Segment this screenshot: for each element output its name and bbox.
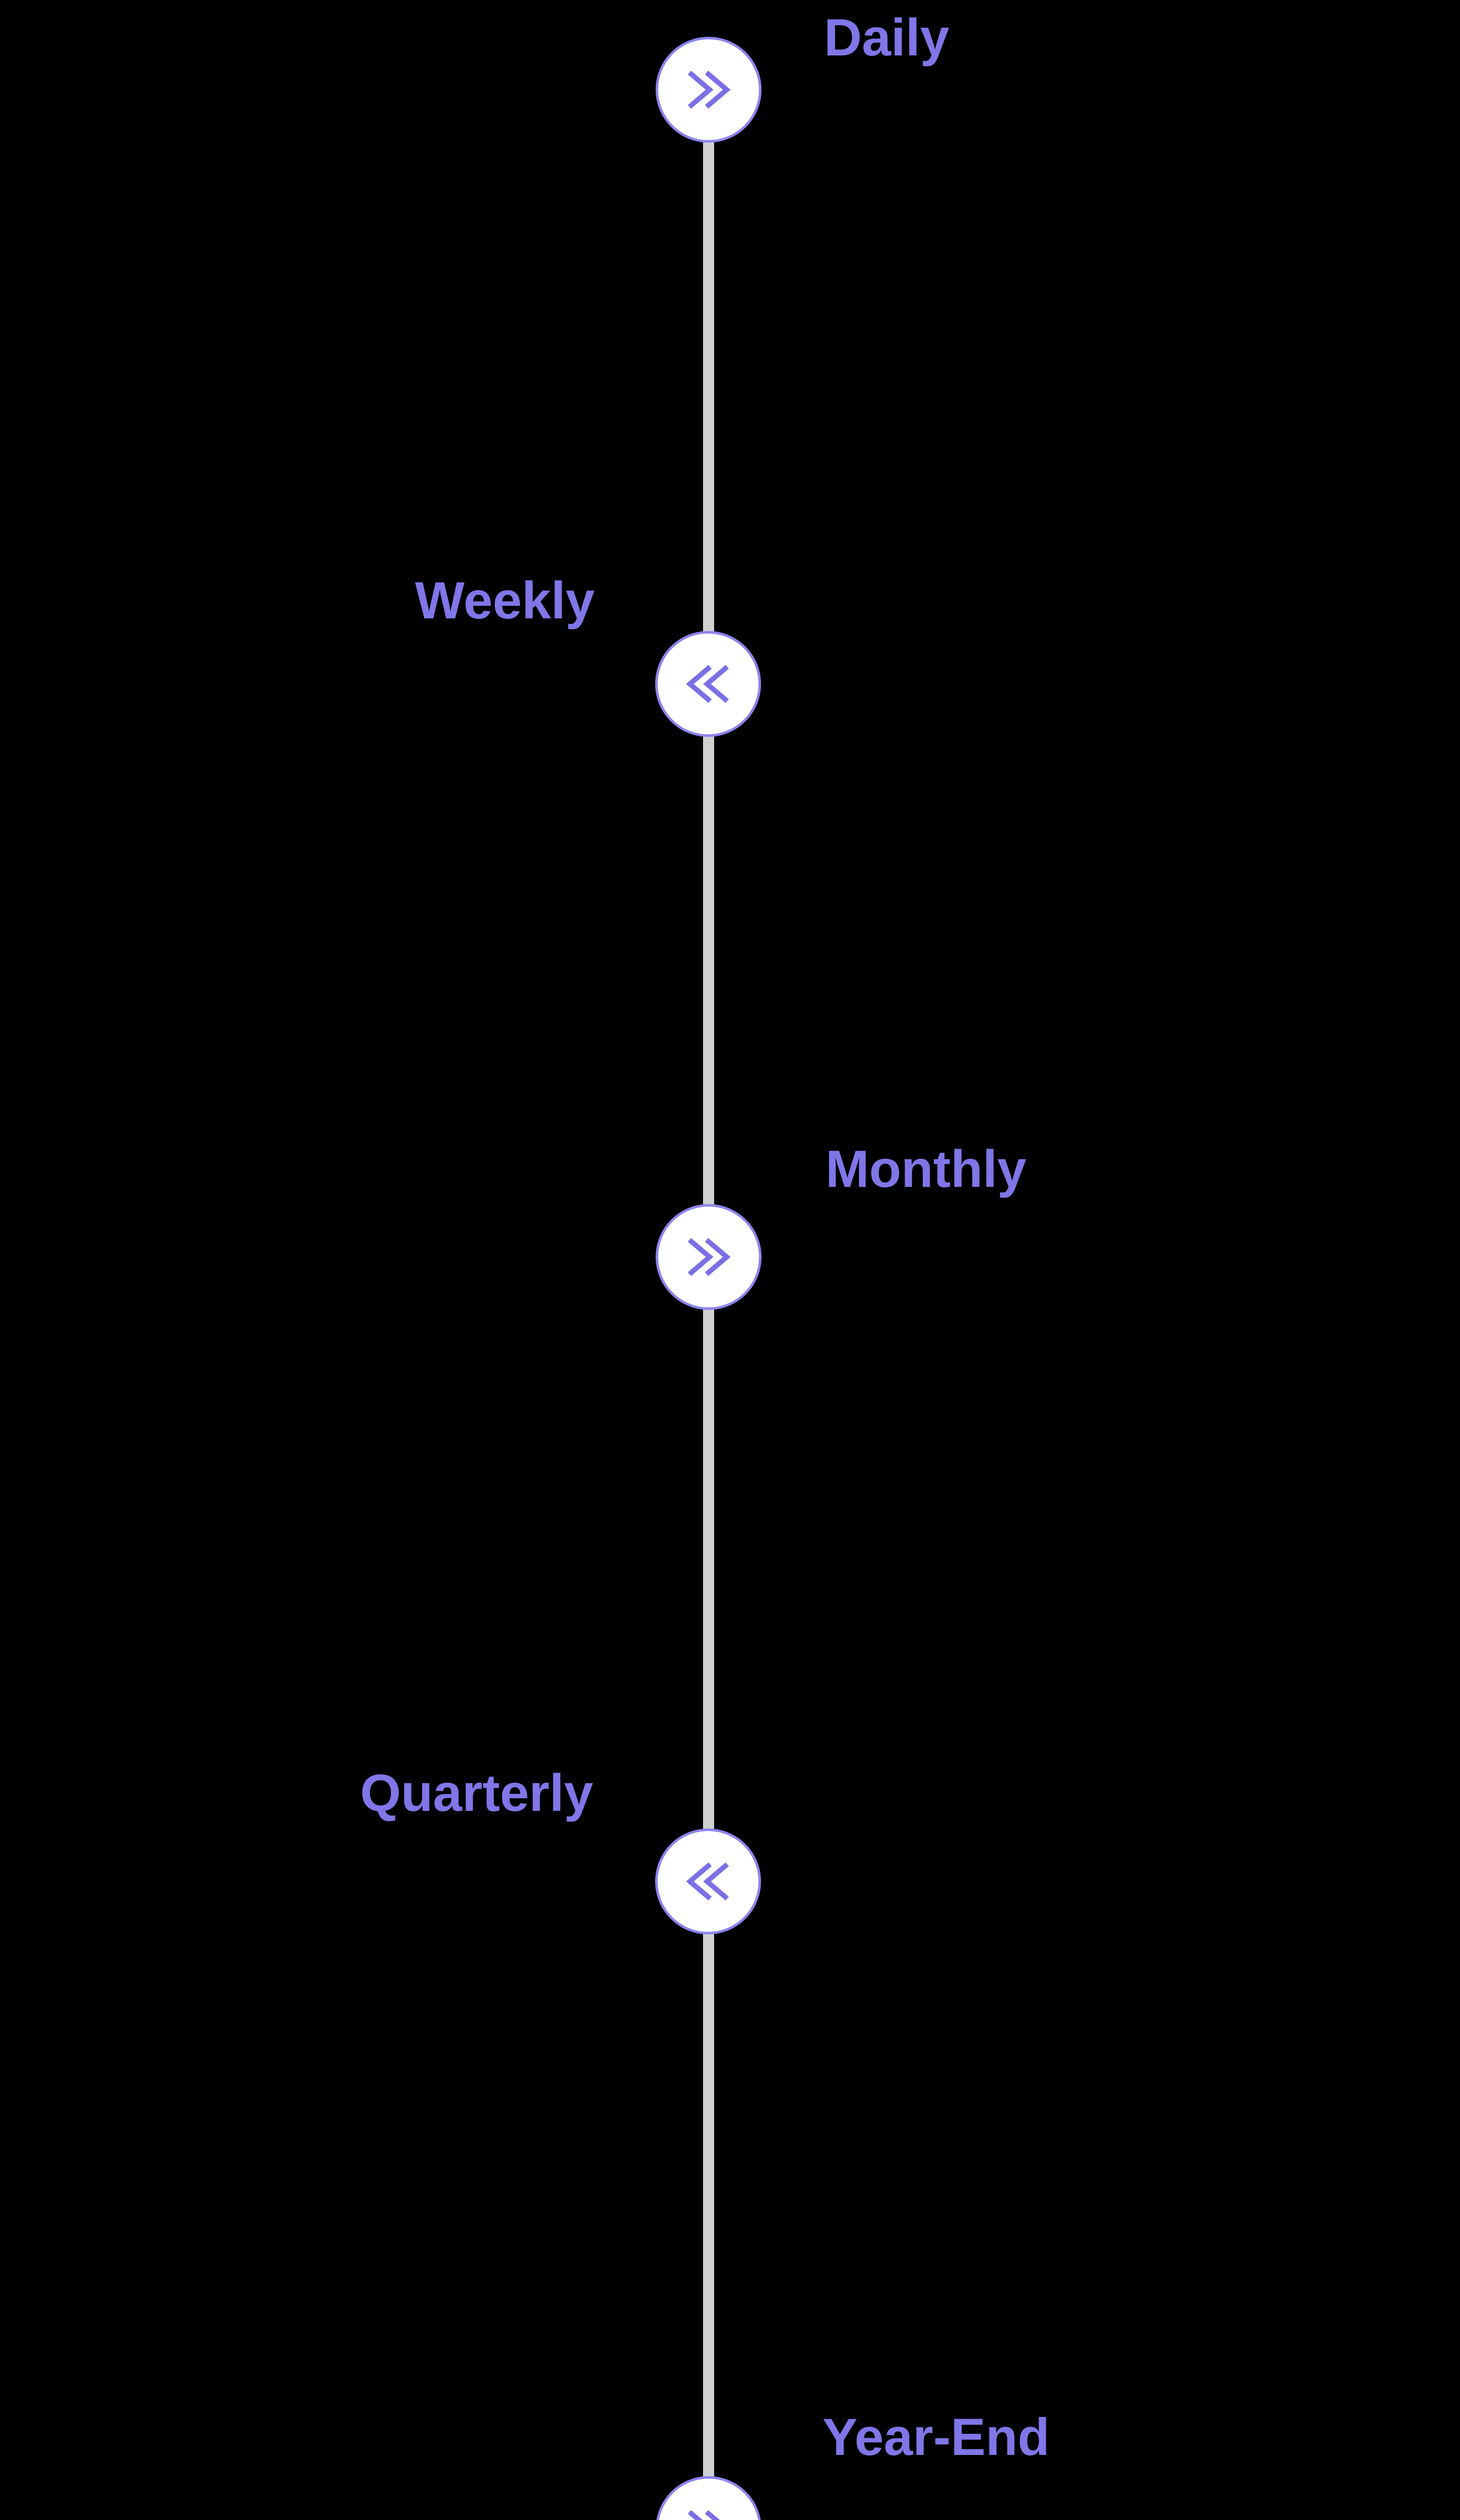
timeline-node-quarterly (655, 1829, 761, 1934)
timeline-node-yearend (656, 2476, 761, 2520)
timeline-label-daily: Daily (824, 9, 949, 67)
timeline-node-monthly (656, 1204, 761, 1310)
timeline-node-weekly (655, 631, 761, 737)
chevron-left-icon (686, 665, 729, 703)
timeline-label-quarterly: Quarterly (360, 1764, 593, 1822)
timeline-label-yearend: Year-End (822, 2408, 1050, 2467)
timeline-label-weekly: Weekly (415, 572, 595, 630)
chevron-right-icon (687, 71, 731, 109)
chevron-left-icon (686, 1862, 729, 1901)
chevron-right-icon (687, 2510, 720, 2520)
timeline-node-daily (656, 37, 761, 143)
timeline-label-monthly: Monthly (826, 1140, 1027, 1199)
chevron-right-icon (687, 1238, 731, 1276)
